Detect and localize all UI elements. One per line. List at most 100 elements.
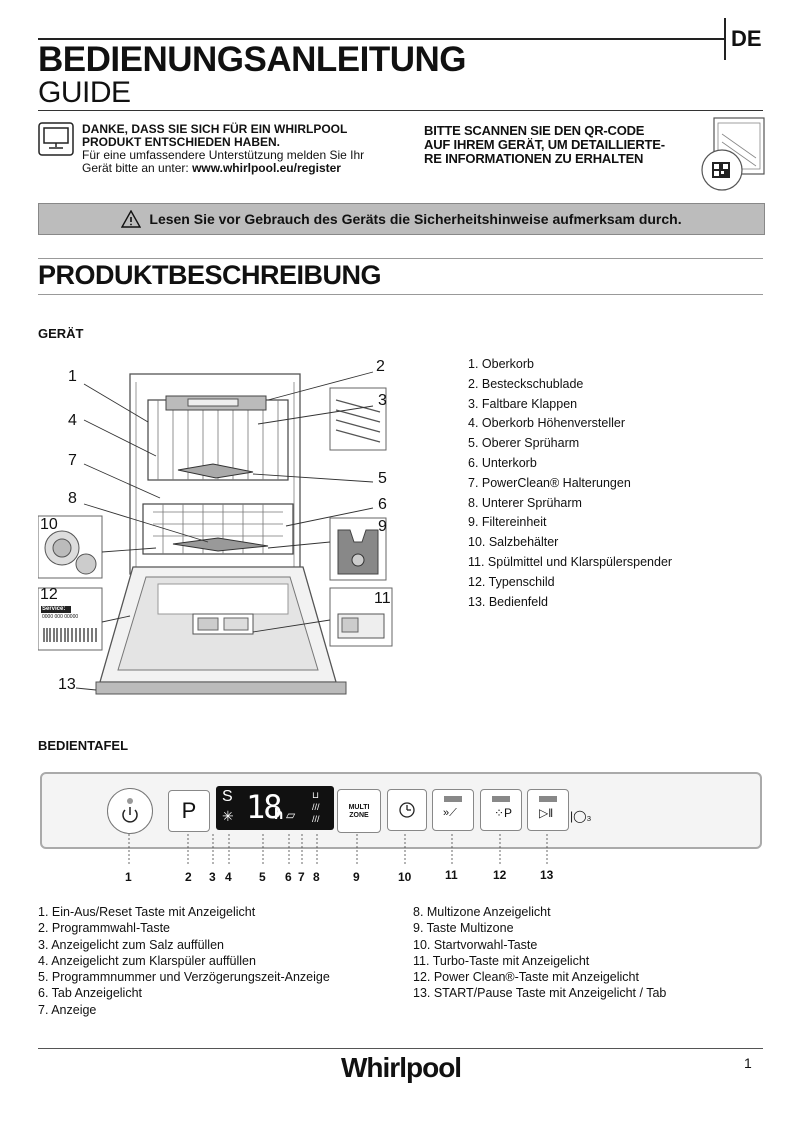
section-rule-bottom [38, 294, 763, 295]
list-item: 6. Unterkorb [468, 455, 537, 470]
parts-list: 1. Oberkorb 2. Besteckschublade 3. Faltb… [468, 355, 672, 612]
multizone-upper-icon: /// [312, 802, 320, 812]
turbo-indicator-light [444, 796, 462, 802]
tab-icon: |◯₃ [570, 809, 592, 823]
callout-3: 3 [378, 392, 387, 409]
panel-number-3: 3 [209, 870, 216, 884]
list-item: 9. Taste Multizone [413, 921, 514, 936]
list-item: 11. Spülmittel und Klarspülerspender [468, 554, 673, 569]
panel-heading: BEDIENTAFEL [38, 738, 129, 753]
panel-number-2: 2 [185, 870, 192, 884]
list-item: 2. Besteckschublade [468, 376, 584, 391]
list-item: 10. Startvorwahl-Taste [413, 937, 538, 952]
service-number: 0000 000 00000 [42, 614, 79, 620]
clock-icon [399, 802, 415, 818]
tab-indicator-icon: ▱ [286, 808, 296, 822]
multizone-lower-icon: /// [312, 814, 320, 824]
monitor-icon [38, 122, 74, 161]
page-number: 1 [744, 1055, 752, 1071]
list-item: 1. Ein-Aus/Reset Taste mit Anzeigelicht [38, 905, 256, 919]
qr-line-1: BITTE SCANNEN SIE DEN QR-CODE [424, 123, 645, 138]
display-indicator-icon: ⊔ [312, 790, 320, 800]
dishwasher-illustration [37, 352, 398, 707]
list-item: 7. PowerClean® Halterungen [468, 475, 631, 490]
callout-10: 10 [40, 516, 58, 533]
start-indicator-light [539, 796, 557, 802]
panel-number-11: 11 [445, 868, 458, 882]
list-item: 3. Anzeigelicht zum Salz auffüllen [38, 937, 224, 952]
salt-indicator-icon: S [222, 788, 233, 805]
thanks-text: DANKE, DASS SIE SICH FÜR EIN WHIRLPOOL P… [82, 123, 402, 149]
controls-list-right: 8. Multizone Anzeigelicht 9. Taste Multi… [413, 904, 666, 1002]
multizone-label-1: MULTI [348, 804, 370, 811]
program-button[interactable]: P [168, 790, 210, 832]
safety-warning-text: Lesen Sie vor Gebrauch des Geräts die Si… [149, 211, 682, 227]
panel-number-1: 1 [125, 870, 132, 884]
footer-rule [38, 1048, 763, 1049]
warning-icon [121, 210, 142, 228]
list-item: 4. Oberkorb Höhenversteller [468, 416, 626, 431]
power-clean-indicator-light [492, 796, 510, 802]
callout-4: 4 [68, 412, 77, 429]
list-item: 2. Programmwahl-Taste [38, 921, 170, 936]
turbo-button[interactable]: »⟋ [432, 789, 474, 831]
list-item: 13. START/Pause Taste mit Anzeigelicht /… [413, 986, 667, 1001]
callout-1: 1 [68, 368, 77, 385]
power-clean-button[interactable]: ⁘P [480, 789, 522, 831]
thanks-line-2: PRODUKT ENTSCHIEDEN HABEN. [82, 135, 281, 149]
display-panel: S ✳ 18 h ▱ ⊔ /// /// [216, 786, 334, 830]
list-item: 8. Multizone Anzeigelicht [413, 905, 551, 919]
power-clean-icon: ⁘P [494, 806, 513, 820]
register-link[interactable]: www.whirlpool.eu/register [192, 161, 341, 175]
delay-start-button[interactable] [387, 789, 427, 831]
multizone-button[interactable]: MULTI ZONE [337, 789, 381, 833]
header-rule [38, 38, 725, 40]
section-rule-top [38, 258, 763, 259]
panel-number-12: 12 [493, 868, 507, 882]
panel-number-13: 13 [540, 868, 554, 882]
panel-number-10: 10 [398, 870, 412, 884]
list-item: 11. Turbo-Taste mit Anzeigelicht [413, 953, 590, 968]
list-item: 9. Filtereinheit [468, 515, 547, 530]
play-pause-icon: ▷ǁ [539, 806, 554, 820]
hours-indicator: h [274, 806, 284, 823]
start-pause-button[interactable]: ▷ǁ [527, 789, 569, 831]
power-button[interactable] [107, 788, 153, 834]
callout-13: 13 [58, 676, 76, 693]
service-label: Service: [42, 606, 66, 612]
section-title: PRODUKTBESCHREIBUNG [38, 260, 382, 290]
support-line-2: Gerät bitte an unter: [82, 161, 193, 175]
thanks-line-1: DANKE, DASS SIE SICH FÜR EIN WHIRLPOOL [82, 122, 348, 136]
callout-6: 6 [378, 496, 387, 513]
power-icon [122, 798, 138, 823]
rinse-aid-indicator-icon: ✳ [222, 808, 234, 824]
qr-instructions: BITTE SCANNEN SIE DEN QR-CODE AUF IHREM … [424, 124, 714, 166]
qr-dishwasher-illustration [700, 114, 768, 199]
panel-number-4: 4 [225, 870, 232, 884]
callout-12: 12 [40, 586, 58, 603]
list-item: 12. Power Clean®-Taste mit Anzeigelicht [413, 970, 639, 985]
panel-number-8: 8 [313, 870, 320, 884]
list-item: 3. Faltbare Klappen [468, 396, 578, 411]
callout-2: 2 [376, 358, 385, 375]
multizone-label-2: ZONE [349, 812, 369, 819]
panel-number-9: 9 [353, 870, 360, 884]
panel-number-7: 7 [298, 870, 305, 884]
callout-8: 8 [68, 490, 77, 507]
callout-7: 7 [68, 452, 77, 469]
qr-line-3: RE INFORMATIONEN ZU ERHALTEN [424, 151, 644, 166]
list-item: 4. Anzeigelicht zum Klarspüler auffüllen [38, 953, 256, 968]
language-code: DE [731, 26, 762, 51]
qr-line-2: AUF IHREM GERÄT, UM DETAILLIERTE- [424, 137, 665, 152]
panel-leader-lines [128, 834, 548, 864]
turbo-icon: »⟋ [443, 807, 457, 819]
page-subtitle: GUIDE [38, 76, 131, 109]
panel-number-6: 6 [285, 870, 292, 884]
list-item: 5. Programmnummer und Verzögerungszeit-A… [38, 970, 330, 985]
language-divider [724, 18, 726, 60]
controls-list-left: 1. Ein-Aus/Reset Taste mit Anzeigelicht … [38, 904, 330, 1018]
list-item: 10. Salzbehälter [468, 535, 559, 550]
list-item: 13. Bedienfeld [468, 594, 548, 609]
callout-9: 9 [378, 518, 387, 535]
device-heading: GERÄT [38, 326, 84, 341]
